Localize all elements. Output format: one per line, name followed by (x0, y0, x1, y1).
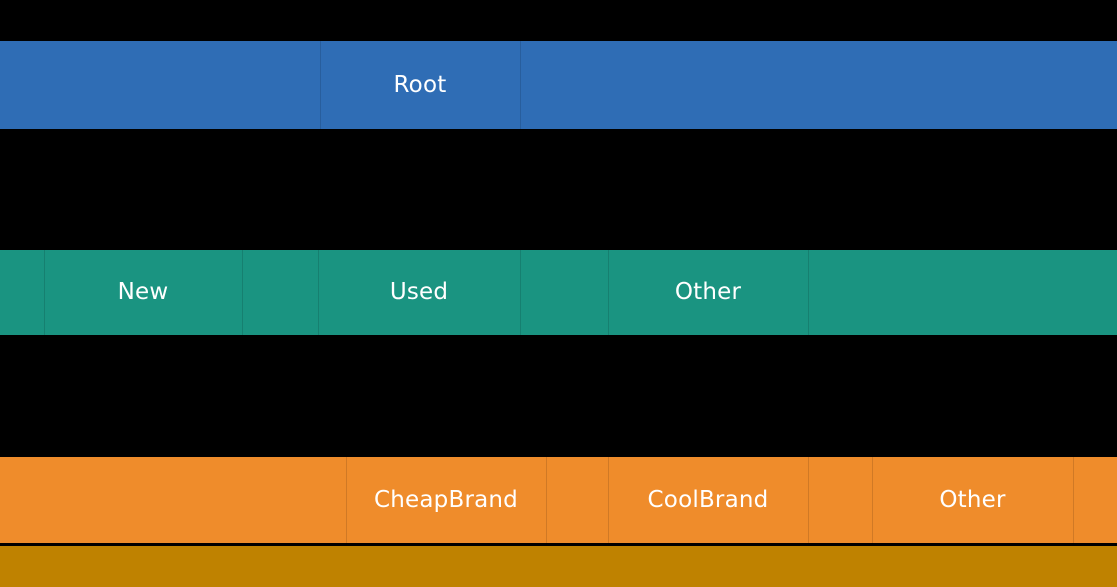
node-divider (808, 250, 809, 335)
chart-node[interactable]: Used (318, 250, 520, 335)
chart-node[interactable]: New (44, 250, 242, 335)
node-divider (44, 250, 45, 335)
chart-node[interactable] (520, 41, 1117, 129)
chart-node[interactable] (0, 546, 1117, 587)
chart-node[interactable] (0, 250, 44, 335)
chart-node-label: Other (939, 486, 1006, 513)
chart-node[interactable] (1073, 457, 1117, 543)
node-divider (320, 41, 321, 129)
chart-level-root-level: Root (0, 41, 1117, 129)
chart-node[interactable] (0, 41, 320, 129)
chart-node-label: Used (389, 279, 449, 305)
chart-node[interactable]: CheapBrand (346, 457, 546, 543)
chart-level-leaf-level (0, 546, 1117, 587)
node-divider (318, 250, 319, 335)
chart-node-label: CheapBrand (374, 486, 518, 513)
chart-node-label: New (117, 279, 169, 305)
node-divider (1073, 457, 1074, 543)
chart-node[interactable]: Other (608, 250, 808, 335)
chart-node[interactable] (520, 250, 608, 335)
chart-node[interactable] (242, 250, 318, 335)
chart-node[interactable]: CoolBrand (608, 457, 808, 543)
chart-node-label: Other (674, 279, 742, 305)
chart-level-condition-level: New Used Other (0, 250, 1117, 335)
node-divider (608, 457, 609, 543)
node-divider (520, 250, 521, 335)
node-divider (346, 457, 347, 543)
node-divider (608, 250, 609, 335)
chart-node[interactable]: Root (320, 41, 520, 129)
node-divider (242, 250, 243, 335)
chart-node[interactable] (808, 250, 1117, 335)
chart-node[interactable] (546, 457, 608, 543)
node-divider (546, 457, 547, 543)
chart-node[interactable] (0, 457, 346, 543)
chart-node-label: Root (393, 71, 447, 98)
chart-level-brand-level: CheapBrand CoolBrand Other (0, 457, 1117, 543)
chart-node[interactable]: Other (872, 457, 1073, 543)
node-divider (872, 457, 873, 543)
chart-node[interactable] (808, 457, 872, 543)
node-divider (520, 41, 521, 129)
chart-node-label: CoolBrand (647, 486, 769, 513)
node-divider (808, 457, 809, 543)
